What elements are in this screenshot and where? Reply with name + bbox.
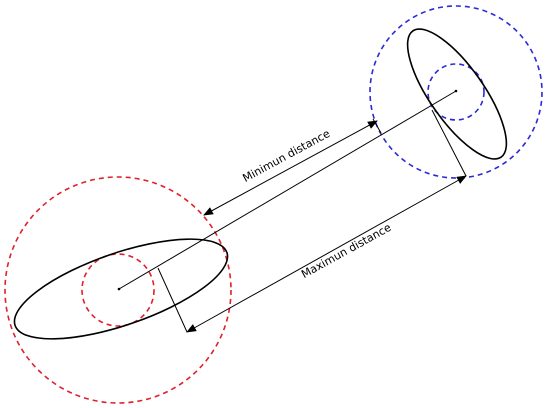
right-ellipse xyxy=(406,28,508,160)
maximum-distance-arrow xyxy=(186,175,467,333)
right-outer-circle xyxy=(369,5,543,179)
maximum-extension-left xyxy=(157,267,188,333)
left-inner-circle xyxy=(81,253,155,327)
minimum-distance-arrow xyxy=(203,120,378,216)
left-center-dot xyxy=(117,287,121,291)
right-inner-circle xyxy=(427,63,485,121)
minimum-distance-label: Minimun distance xyxy=(240,127,332,185)
right-center-dot xyxy=(454,89,458,93)
maximum-distance-label: Maximun distance xyxy=(299,221,393,281)
maximum-extension-right xyxy=(431,109,467,177)
